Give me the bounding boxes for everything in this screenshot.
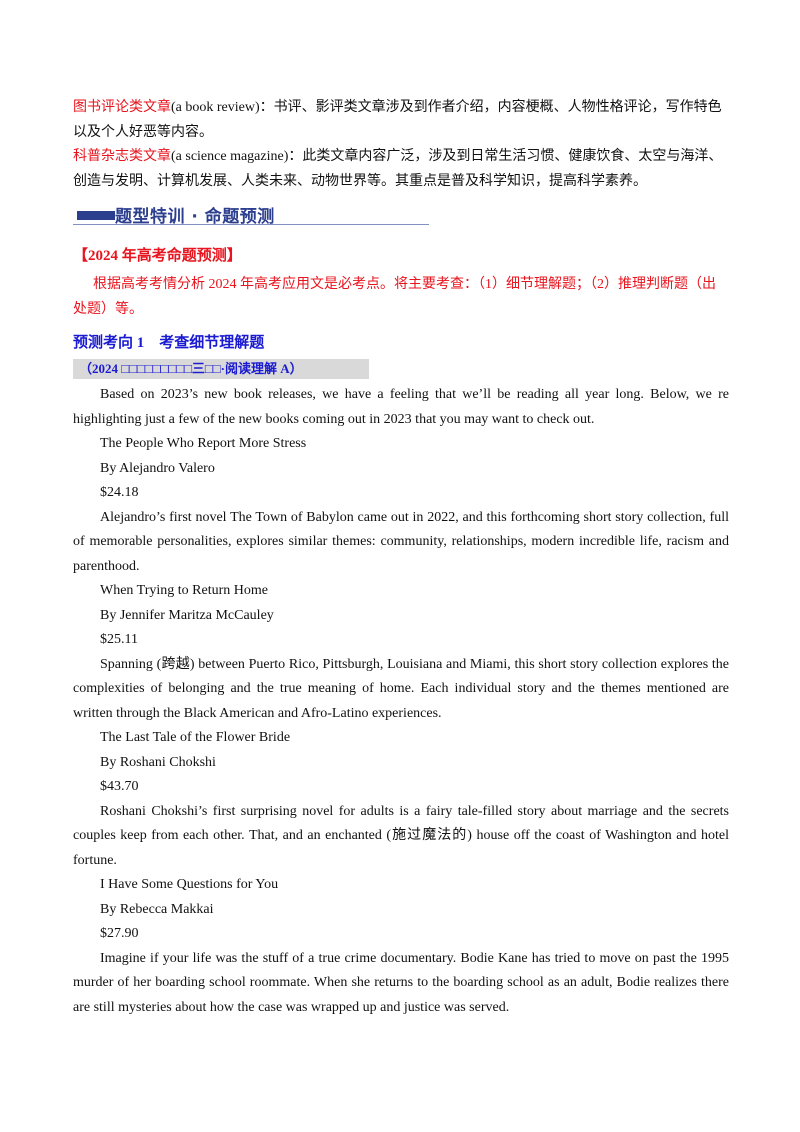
article-line: $27.90 — [100, 926, 139, 941]
source-tag: （2024 □□□□□□□□□三□□·阅读理解 A） — [73, 359, 369, 379]
science-label: 科普杂志类文章 — [73, 149, 171, 164]
article-line: The Last Tale of the Flower Bride — [100, 730, 291, 745]
prediction-heading: 【2024 年高考命题预测】 — [73, 248, 242, 264]
article-line: The People Who Report More Stress — [100, 436, 307, 451]
book-review-text: (a book review)：书评、影评类文章涉及到作者介绍，内容梗概、人物性… — [73, 100, 722, 140]
direction-title: 预测考向 1 考查细节理解题 — [73, 335, 265, 351]
article-paragraph: Based on 2023’s new book releases, we ha… — [73, 387, 729, 427]
article-line: By Jennifer Maritza McCauley — [100, 607, 274, 623]
section-banner: 题型特训 · 命题预测 — [73, 202, 429, 228]
prediction-text: 根据高考考情分析 2024 年高考应用文是必考点。将主要考查：（1）细节理解题；… — [73, 277, 716, 317]
article-paragraph: Spanning (跨越) between Puerto Rico, Pitts… — [73, 656, 729, 721]
article-line: I Have Some Questions for You — [100, 877, 279, 892]
article-paragraph: Alejandro’s first novel The Town of Baby… — [73, 509, 729, 574]
banner-bar-decoration — [77, 211, 115, 220]
article-line: By Rebecca Makkai — [100, 901, 214, 917]
reading-article: Based on 2023’s new book releases, we ha… — [73, 383, 729, 1020]
article-line: When Trying to Return Home — [100, 583, 268, 598]
article-line: By Alejandro Valero — [100, 460, 215, 476]
article-line: By Roshani Chokshi — [100, 754, 216, 770]
article-paragraph: Imagine if your life was the stuff of a … — [73, 950, 729, 1015]
article-line: $24.18 — [100, 485, 139, 500]
book-review-paragraph: 图书评论类文章(a book review)：书评、影评类文章涉及到作者介绍，内… — [73, 96, 729, 145]
intro-section: 图书评论类文章(a book review)：书评、影评类文章涉及到作者介绍，内… — [73, 96, 729, 194]
article-paragraph: Roshani Chokshi’s first surprising novel… — [73, 803, 729, 868]
banner-divider — [73, 224, 429, 225]
science-paragraph: 科普杂志类文章(a science magazine)：此类文章内容广泛，涉及到… — [73, 145, 729, 194]
science-text: (a science magazine)：此类文章内容广泛，涉及到日常生活习惯、… — [73, 149, 723, 189]
book-review-label: 图书评论类文章 — [73, 100, 171, 115]
article-line: $25.11 — [100, 632, 138, 647]
article-line: $43.70 — [100, 779, 139, 794]
section-banner-title: 题型特训 · 命题预测 — [115, 207, 275, 227]
